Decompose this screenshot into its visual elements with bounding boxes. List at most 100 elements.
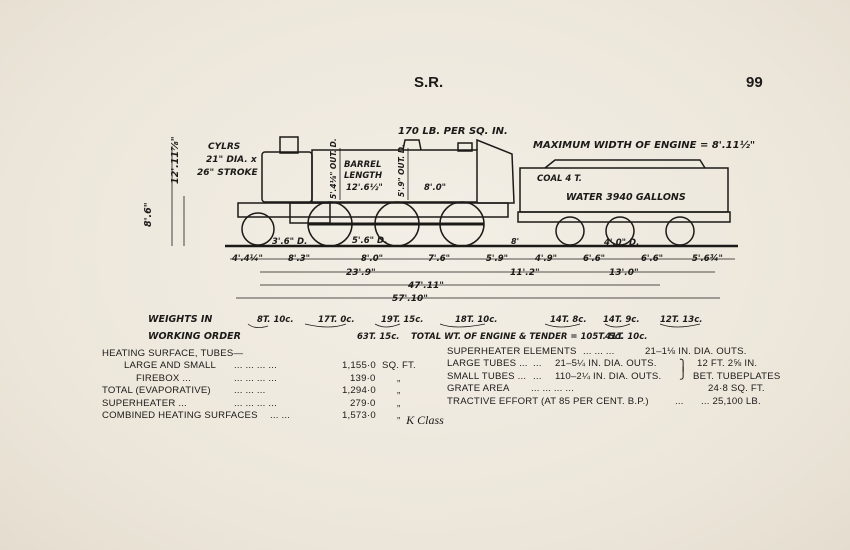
tube-note: BET. TUBEPLATES — [693, 370, 781, 382]
spec-label: TRACTIVE EFFORT (AT 85 PER CENT. B.P.) — [447, 395, 649, 407]
driving-wheel-dia: 5'.6" D. — [352, 236, 387, 246]
pony-wheel-dia: 3'.6" D. — [272, 237, 307, 247]
spec-leader: ... ... ... ... — [234, 372, 277, 384]
dim-pony-to-first: 8'.3" — [288, 254, 310, 264]
weights-label-1: WEIGHTS IN — [148, 314, 212, 325]
chimney — [279, 136, 299, 154]
safety-valve — [457, 142, 473, 152]
spec-leader: ... ... ... ... — [234, 397, 277, 409]
dim-engine-wheelbase: 23'.9" — [346, 268, 376, 278]
spec-label: LARGE AND SMALL — [124, 360, 217, 372]
dim-second-to-third: 7'.6" — [428, 254, 450, 264]
dim-total-wheelbase: 47'.11" — [407, 281, 444, 291]
engine-total-weight: 63T. 15c. — [357, 332, 399, 342]
firebox-length: 8'.0" — [424, 183, 446, 193]
tender-coal-bunker — [544, 159, 706, 169]
heating-surface-specs: HEATING SURFACE, TUBES— LARGE AND SMALL … — [102, 348, 422, 422]
tender-wheel-dia: 4'.0" D. — [603, 238, 639, 248]
spec-unit: „ — [397, 409, 401, 421]
cylinder-diameter: 21" DIA. x — [206, 155, 258, 165]
dim-tender-wb-2: 6'.6" — [641, 254, 663, 264]
spec-unit: „ — [397, 397, 401, 409]
boiler-pressure: 170 LB. PER SQ. IN. — [398, 126, 508, 137]
tender-wheel-2 — [605, 216, 635, 246]
max-width-label: MAXIMUM WIDTH OF ENGINE = 8'.11½" — [533, 139, 755, 151]
brace-top: ⎫ — [679, 360, 688, 373]
tender-wheel-1 — [555, 216, 585, 246]
engine-frame — [237, 202, 509, 218]
overall-height: 12'.11⅞" — [170, 136, 181, 184]
dim-tender-rear: 5'.6¾" — [692, 254, 723, 264]
spec-leader: ... ... ... ... — [531, 383, 574, 395]
tube-length: 12 FT. 2⅝ IN. — [697, 358, 758, 370]
spec-label: TOTAL (EVAPORATIVE) — [102, 385, 211, 397]
spec-value: 21–1⅛ IN. DIA. OUTS. — [645, 346, 747, 357]
dome — [402, 139, 422, 151]
spec-value: 139·0 — [350, 372, 376, 384]
dim-rear-overhang: 5'.9" — [486, 254, 508, 264]
spec-unit: „ — [397, 385, 401, 397]
axle-weight-7: 12T. 13c. — [660, 315, 702, 325]
spec-value: 24·8 SQ. FT. — [708, 383, 765, 395]
dim-front-overhang: 4'.4¼" — [231, 253, 263, 264]
spec-unit: „ — [397, 372, 401, 384]
smokebox — [261, 151, 313, 203]
spec-value: 110–2¼ IN. DIA. OUTS. — [555, 370, 662, 382]
locomotive-diagram: 170 LB. PER SQ. IN. MAXIMUM WIDTH OF ENG… — [143, 126, 755, 342]
figure-caption: K Class — [406, 413, 444, 427]
dim-tender-wheelbase: 13'.0" — [609, 268, 639, 278]
barrel-dia-rear: 5'.9" OUT. D. — [397, 144, 406, 197]
dim-length-over-buffers: 57'.10" — [392, 294, 428, 304]
cab — [476, 138, 515, 204]
axle-weight-1: 8T. 10c. — [257, 315, 294, 325]
axle-weight-3: 19T. 15c. — [381, 315, 423, 325]
spec-leader: ... — [533, 358, 542, 370]
spec-leader: ... — [675, 395, 684, 407]
tube-and-grate-specs: SUPERHEATER ELEMENTS ... ... ... 21–1⅛ I… — [447, 346, 781, 408]
barrel-length-label: BARREL — [344, 160, 381, 170]
barrel-dia-front: 5'.4⅛" OUT. D. — [329, 138, 338, 199]
brace-bottom: ⎭ — [679, 367, 688, 380]
barrel-length-label-2: LENGTH — [344, 171, 382, 181]
axle-weight-5: 14T. 8c. — [550, 315, 587, 325]
spec-label: GRATE AREA — [447, 383, 510, 395]
engine-tender-gap: 8' — [511, 237, 519, 246]
cylinder-stroke: 26" STROKE — [197, 168, 259, 178]
water-capacity: WATER 3940 GALLONS — [566, 192, 686, 203]
dim-first-to-second: 8'.0" — [361, 254, 383, 264]
spec-value: 1,155·0 — [342, 360, 376, 372]
spec-label: LARGE TUBES ... — [447, 358, 528, 370]
railway-heading: S.R. — [414, 74, 444, 91]
grand-total-weight: TOTAL WT. OF ENGINE & TENDER = 105T. 5c. — [411, 332, 623, 342]
axle-weight-6: 14T. 9c. — [603, 315, 640, 325]
spec-label: SUPERHEATER ELEMENTS — [447, 346, 577, 357]
spec-label: COMBINED HEATING SURFACES — [102, 409, 258, 421]
spec-unit: SQ. FT. — [382, 360, 416, 372]
spec-leader: ... ... — [270, 409, 291, 421]
spec-leader: ... — [533, 370, 542, 382]
axle-weight-2: 17T. 0c. — [318, 315, 355, 325]
spec-value: 1,573·0 — [342, 409, 376, 421]
spec-leader: ... ... ... — [583, 346, 615, 357]
spec-value: 279·0 — [350, 397, 376, 409]
spec-label: FIREBOX ... — [136, 372, 191, 384]
heating-surface-heading: HEATING SURFACE, TUBES— — [102, 348, 244, 359]
axle-weight-4: 18T. 10c. — [455, 315, 497, 325]
weights-label-2: WORKING ORDER — [148, 331, 241, 342]
spec-leader: ... ... ... — [234, 385, 266, 397]
barrel-length-value: 12'.6½" — [346, 183, 383, 193]
spec-leader: ... ... ... ... — [234, 360, 277, 372]
spec-value: 1,294·0 — [342, 385, 376, 397]
dim-tender-front: 4'.9" — [534, 254, 557, 264]
spec-value: ... 25,100 LB. — [701, 395, 761, 407]
page-number: 99 — [746, 74, 763, 91]
coal-capacity: COAL 4 T. — [537, 174, 582, 184]
pony-wheel — [241, 212, 275, 246]
spec-label: SMALL TUBES ... — [447, 370, 527, 382]
dim-coupling-span: 11'.2" — [510, 268, 540, 278]
spec-value: 21–5¼ IN. DIA. OUTS. — [555, 358, 657, 370]
spec-label: SUPERHEATER ... — [102, 397, 187, 409]
tender-total-weight: 41T. 10c. — [604, 332, 647, 342]
cylinder-label: CYLRS — [208, 142, 240, 152]
